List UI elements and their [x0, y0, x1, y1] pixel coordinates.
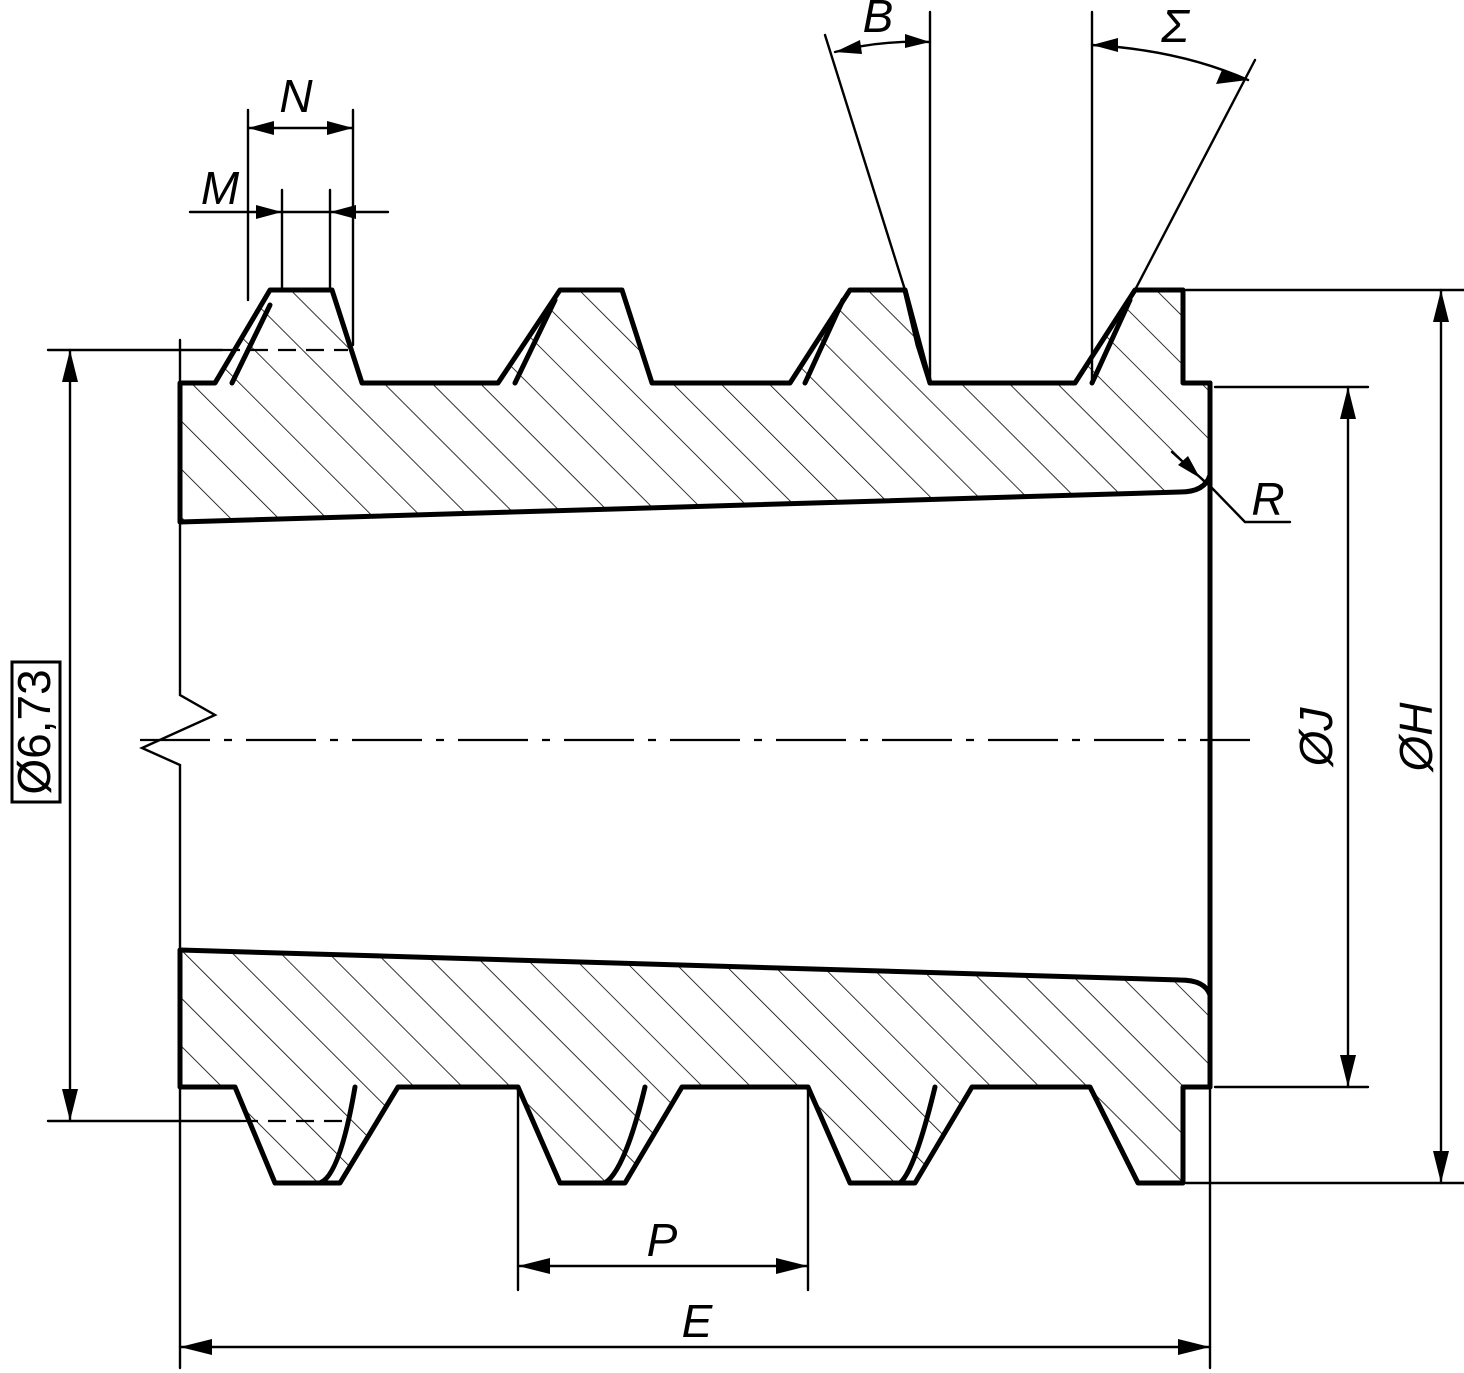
top-thread-flank-5: [902, 287, 933, 386]
top-thread-flank-2: [512, 297, 558, 386]
p-arrow-left: [518, 1258, 550, 1274]
j-arrow-top: [1340, 387, 1356, 419]
left-break-line: [139, 338, 218, 1089]
dia-j-label: ØJ: [1290, 707, 1342, 769]
e-label: E: [682, 1295, 714, 1347]
b-arrow-left: [835, 40, 862, 54]
bottom-thread-flank-3: [897, 1084, 938, 1186]
h-arrow-top: [1433, 290, 1449, 322]
h-arrow-bottom: [1433, 1151, 1449, 1183]
b-flank-extension: [823, 33, 907, 292]
m-arrow-left: [256, 205, 282, 219]
r-arrow: [1178, 456, 1200, 478]
top-thread-flank-4: [1089, 297, 1133, 386]
n-label: N: [279, 70, 313, 122]
r-label: R: [1251, 473, 1284, 525]
m-arrow-right: [330, 205, 356, 219]
sigma-label: Σ: [1160, 0, 1190, 52]
basic-dia-arrow-bottom: [62, 1089, 78, 1121]
top-thread-flank-3: [802, 297, 846, 386]
top-thread-flank-1: [229, 302, 273, 386]
b-arrow-right: [905, 34, 930, 48]
top-section-hatching: [180, 290, 1210, 522]
m-label: M: [201, 162, 240, 214]
sigma-arrow-left: [1092, 38, 1118, 52]
b-label: B: [863, 0, 894, 42]
basic-dia-frame: [10, 660, 62, 804]
e-arrow-left: [180, 1339, 212, 1355]
n-arrow-right: [327, 121, 353, 135]
dia-h-label: ØH: [1390, 702, 1442, 774]
basic-dia-label: Ø6,73: [8, 669, 60, 794]
bottom-thread-flank-1: [317, 1084, 358, 1186]
bottom-thread-flank-2: [602, 1084, 648, 1186]
basic-dia-arrow-top: [62, 350, 78, 382]
p-label: P: [647, 1214, 678, 1266]
bottom-wall-outline: [177, 947, 1213, 1186]
n-arrow-left: [248, 121, 274, 135]
top-wall-outline: [177, 287, 1213, 525]
j-arrow-bottom: [1340, 1055, 1356, 1087]
sigma-flank-extension: [1133, 58, 1257, 292]
p-arrow-right: [776, 1258, 808, 1274]
sigma-arrow-right: [1216, 70, 1248, 84]
e-arrow-right: [1178, 1339, 1210, 1355]
